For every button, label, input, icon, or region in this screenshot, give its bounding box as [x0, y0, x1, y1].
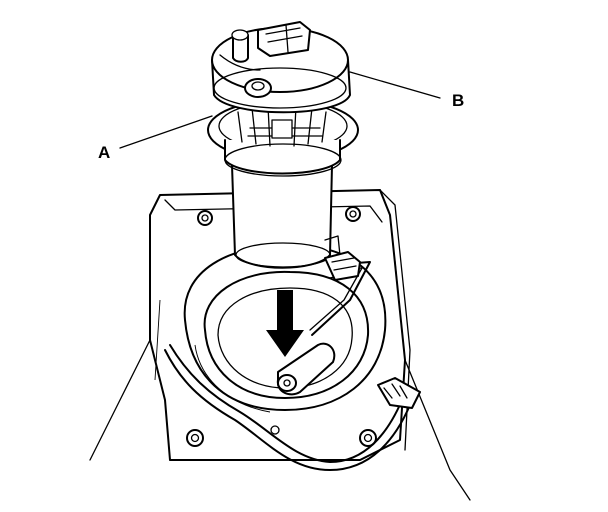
fuel-pump-harness [164, 344, 421, 471]
mounting-bolt-bottom-right [359, 429, 377, 447]
callout-a: A [98, 115, 213, 162]
mounting-bolt-center-bottom [270, 425, 280, 435]
fuel-pump-assembly [207, 21, 361, 281]
callout-a-label: A [98, 143, 110, 162]
mounting-bolt-top-right [345, 206, 361, 222]
callout-b-label: B [452, 91, 464, 110]
callout-b: B [349, 71, 464, 110]
down-arrow-icon [266, 290, 304, 357]
mounting-bolt-top-left [197, 210, 213, 226]
mounting-bolt-bottom-left [186, 429, 204, 447]
